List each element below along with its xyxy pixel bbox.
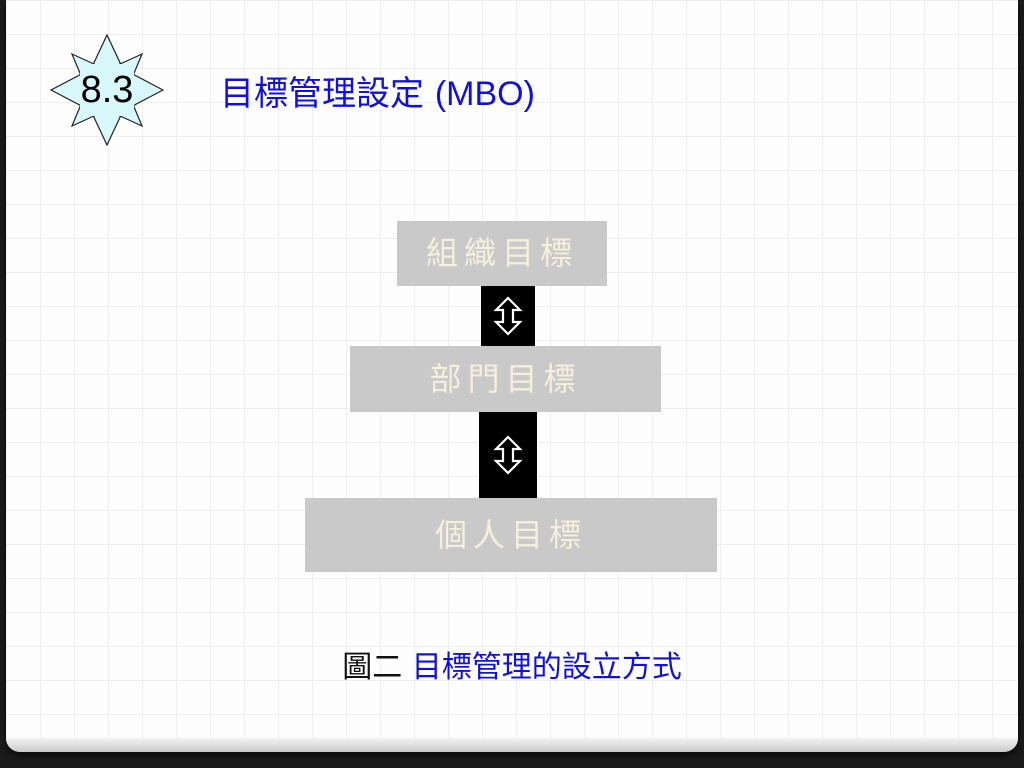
level-box-organization: 組織目標 [397, 221, 607, 286]
figure-caption: 圖二 目標管理的設立方式 [6, 642, 1018, 686]
connector-1 [481, 286, 535, 346]
level-box-department: 部門目標 [350, 346, 661, 412]
slide: 8.3 目標管理設定 (MBO) 組織目標 部門目標 個人目標 圖二 目標管理的… [6, 0, 1018, 752]
slide-bottom-edge [6, 738, 1018, 752]
up-down-arrow-icon [493, 435, 523, 475]
connector-2 [479, 412, 537, 498]
section-badge: 8.3 [50, 34, 164, 146]
star-badge-icon [50, 34, 164, 146]
section-number: 8.3 [80, 69, 134, 111]
up-down-arrow-icon [493, 296, 523, 336]
caption-prefix: 圖二 [342, 650, 403, 685]
caption-text: 目標管理的設立方式 [411, 650, 682, 685]
level-box-individual: 個人目標 [305, 498, 717, 572]
page-title: 目標管理設定 (MBO) [220, 66, 535, 115]
title-main: 目標管理設定 [220, 74, 424, 114]
title-suffix: (MBO) [434, 75, 535, 113]
